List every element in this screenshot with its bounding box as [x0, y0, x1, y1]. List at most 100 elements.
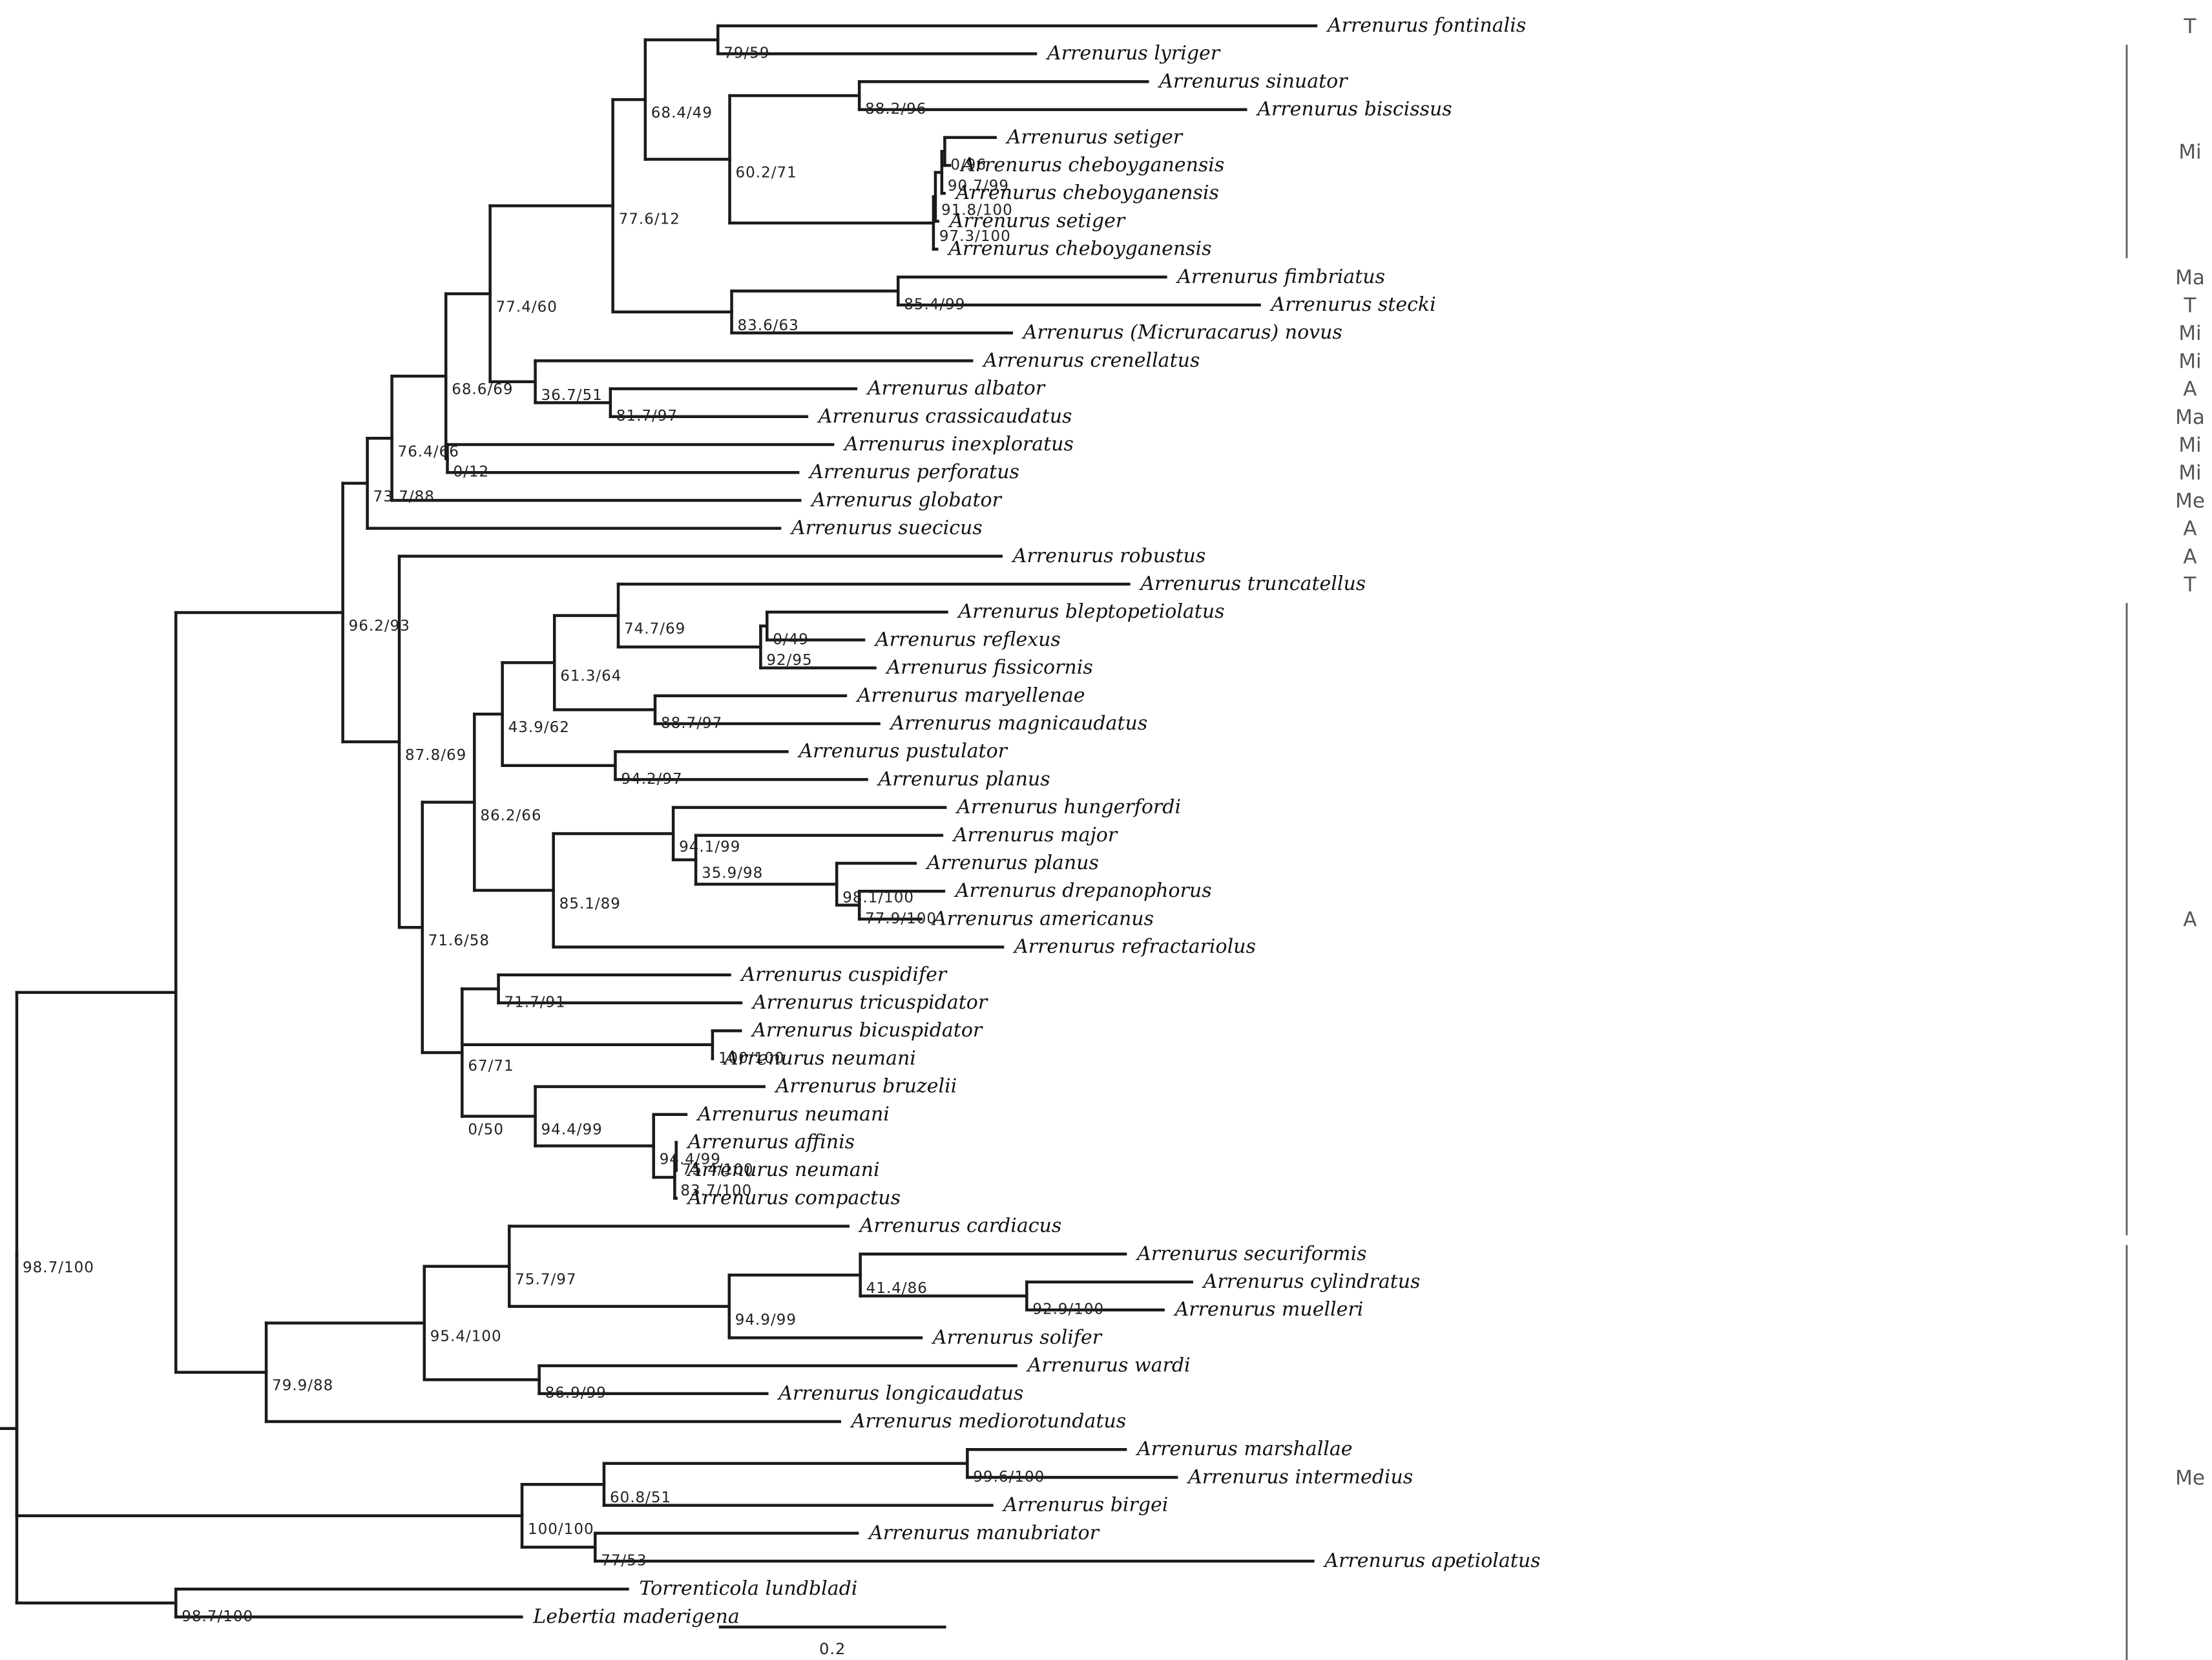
- support-value: 88.2/96: [865, 101, 926, 118]
- support-value: 0/50: [468, 1122, 504, 1139]
- tip-label: Arrenurus mediorotundatus: [850, 1410, 1126, 1433]
- tip-label: Arrenurus perforatus: [808, 461, 1019, 483]
- support-value: 94.9/99: [735, 1312, 797, 1329]
- tip-label: Arrenurus marshallae: [1135, 1438, 1352, 1460]
- support-value: 97.3/100: [939, 228, 1011, 245]
- support-value: 100/100: [528, 1521, 594, 1538]
- tip-label: Arrenurus neumani: [722, 1047, 916, 1069]
- tip-label: Arrenurus longicaudatus: [777, 1382, 1023, 1405]
- support-value: 99.6/100: [973, 1469, 1045, 1486]
- tip-label: Lebertia maderigena: [532, 1605, 739, 1628]
- tip-label: Arrenurus sinuator: [1157, 70, 1348, 92]
- support-value: 87.8/69: [405, 747, 466, 764]
- group-label: Me: [2175, 1466, 2205, 1489]
- group-label: Mi: [2178, 322, 2201, 345]
- tip-label: Arrenurus cheboyganensis: [954, 182, 1219, 204]
- support-value: 61.3/64: [560, 668, 621, 685]
- support-value: 41.4/86: [866, 1280, 928, 1297]
- tip-label: Arrenurus pustulator: [797, 740, 1008, 762]
- tip-label: Arrenurus fimbriatus: [1175, 266, 1385, 288]
- tip-label: Arrenurus bleptopetiolatus: [956, 600, 1224, 623]
- tip-label: Arrenurus truncatellus: [1138, 573, 1366, 595]
- support-value: 36.7/51: [541, 387, 603, 404]
- support-value: 98.7/100: [182, 1608, 253, 1625]
- tip-label: Arrenurus apetiolatus: [1322, 1550, 1540, 1572]
- group-label: Mi: [2178, 461, 2201, 485]
- tip-label: Arrenurus maryellenae: [855, 684, 1085, 707]
- tip-label: Arrenurus manubriator: [867, 1522, 1100, 1544]
- tip-label: Arrenurus reflexus: [873, 628, 1061, 651]
- support-value: 86.2/66: [480, 808, 541, 825]
- support-value: 86.9/99: [545, 1385, 607, 1402]
- support-value: 92.9/100: [1032, 1301, 1104, 1318]
- tip-label: Arrenurus fissicornis: [884, 657, 1092, 679]
- tip-label: Arrenurus cheboyganensis: [946, 238, 1211, 260]
- tip-label: Arrenurus inexploratus: [842, 433, 1074, 456]
- tip-label: Arrenurus fontinalis: [1326, 14, 1526, 37]
- tip-label: Arrenurus refractariolus: [1012, 936, 1256, 958]
- tip-label: Arrenurus crenellatus: [981, 349, 1200, 372]
- support-value: 71.6/58: [428, 932, 490, 949]
- tip-label: Arrenurus magnicaudatus: [889, 712, 1148, 735]
- tip-label: Arrenurus suecicus: [789, 517, 983, 540]
- tip-label: Arrenurus neumani: [696, 1103, 890, 1126]
- group-label: T: [2184, 573, 2197, 596]
- support-value: 60.2/71: [736, 165, 797, 182]
- support-value: 94.4/99: [541, 1122, 603, 1139]
- tip-label: Arrenurus lyriger: [1045, 42, 1221, 65]
- tip-label: Arrenurus bicuspidator: [750, 1019, 983, 1042]
- support-value: 77.4/60: [496, 299, 558, 316]
- group-label: A: [2183, 378, 2196, 401]
- tip-label: Arrenurus wardi: [1026, 1354, 1191, 1377]
- tip-label: Arrenurus compactus: [686, 1186, 901, 1209]
- tip-label: Arrenurus neumani: [686, 1159, 880, 1181]
- group-label: T: [2184, 294, 2197, 317]
- tip-label: Arrenurus americanus: [931, 907, 1154, 930]
- support-value: 85.4/99: [904, 296, 965, 313]
- support-value: 88.7/97: [661, 715, 722, 731]
- tip-label: Arrenurus planus: [877, 768, 1050, 790]
- tip-label: Arrenurus muelleri: [1173, 1298, 1364, 1321]
- support-value: 94.4/99: [660, 1151, 721, 1168]
- support-value: 85.1/89: [559, 896, 621, 912]
- support-value: 60.8/51: [610, 1489, 671, 1506]
- support-value: 79.9/88: [272, 1378, 333, 1394]
- group-label: Mi: [2178, 140, 2201, 163]
- support-value: 0/12: [454, 464, 490, 481]
- group-label: A: [2183, 518, 2196, 541]
- support-value: 81.7/97: [616, 408, 678, 425]
- tip-label: Arrenurus cuspidifer: [740, 963, 948, 986]
- support-value: 43.9/62: [508, 719, 570, 736]
- support-value: 94.1/99: [679, 839, 740, 856]
- tip-label: Arrenurus birgei: [1001, 1494, 1168, 1517]
- support-value: 77/53: [601, 1552, 647, 1569]
- support-value: 0/96: [950, 156, 986, 173]
- group-label: Ma: [2175, 266, 2205, 289]
- tip-label: Torrenticola lundbladi: [639, 1577, 857, 1600]
- tip-label: Arrenurus setiger: [948, 209, 1126, 232]
- support-value: 0/49: [773, 631, 809, 648]
- tip-label: Arrenurus planus: [925, 852, 1099, 874]
- support-value: 73.7/88: [373, 489, 435, 505]
- tip-label: Arrenurus solifer: [931, 1326, 1103, 1349]
- support-value: 71.7/91: [505, 994, 566, 1011]
- scale-bar-label: 0.2: [819, 1640, 846, 1658]
- support-value: 77.6/12: [619, 211, 680, 227]
- group-label: Me: [2175, 489, 2205, 512]
- support-value: 74.7/69: [624, 621, 685, 638]
- group-label: T: [2184, 15, 2197, 38]
- tip-label: Arrenurus intermedius: [1186, 1466, 1413, 1488]
- support-value: 68.6/69: [452, 381, 513, 398]
- group-label: Mi: [2178, 350, 2201, 373]
- support-value: 95.4/100: [430, 1328, 502, 1345]
- support-value: 68.4/49: [651, 105, 713, 121]
- tree-branches: [0, 24, 1318, 1619]
- tip-label: Arrenurus cylindratus: [1202, 1270, 1421, 1293]
- support-value: 79/59: [724, 45, 769, 62]
- support-value: 35.9/98: [702, 865, 763, 882]
- group-label: A: [2183, 908, 2196, 931]
- support-value: 77.9/100: [865, 910, 937, 927]
